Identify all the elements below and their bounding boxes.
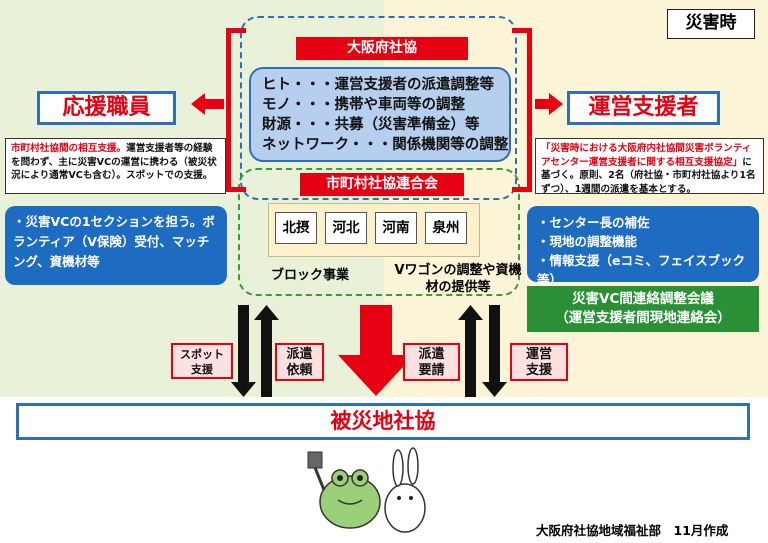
- dispatch-request-label: 派遣 依頼: [275, 343, 324, 381]
- main-red-down-arrow: [338, 305, 414, 396]
- frog-icon: [307, 451, 381, 529]
- dispatch-request-line2: 依頼: [286, 363, 313, 378]
- wagon-label: Vワゴンの調整や資機材の提供等: [394, 263, 522, 295]
- arrow-up-dispatch: [458, 305, 483, 397]
- role-funds: 財源・・・共募（災害準備金）等: [262, 117, 480, 133]
- osaka-dashed-frame: [240, 16, 517, 200]
- arrow-down-operation: [482, 305, 507, 397]
- support-staff-note-highlight: 市町村社協間の相互支援。: [11, 143, 127, 154]
- affected-area-council: 被災地社協: [16, 403, 750, 440]
- operation-supporter-note-body: に基づく。原則、2名（府社協・市町村社協より1名ずつ）、1週間の派遣を基本とする…: [541, 156, 756, 195]
- operation-supporter-note-highlight: 「災害時における大阪府内社協間災害ボランティアセンター運営支援者に関する相互支援…: [541, 143, 752, 168]
- operation-support-line2: 支援: [525, 363, 552, 378]
- support-staff-duties: ・災害VCの1セクションを担う。ボランティア（V保険）受付、マッチング、資機材等: [5, 206, 227, 285]
- dispatch-request-line1: 派遣: [286, 347, 313, 362]
- vc-liaison-meeting-box: 災害VC間連絡調整会議 （運営支援者間現地連絡会）: [527, 286, 759, 332]
- block-project-label: ブロック事業: [271, 268, 350, 283]
- spot-support-line2: 支援: [191, 363, 213, 376]
- dispatch-demand-line2: 要請: [418, 363, 445, 378]
- operation-support-line1: 運営: [525, 347, 552, 362]
- osaka-council-title: 大阪府社協: [296, 37, 468, 60]
- duty-item: ・現地の調整機能: [537, 234, 638, 249]
- block-kanan: 河南: [375, 212, 417, 244]
- left-red-arrow: [191, 93, 224, 115]
- spot-support-label: スポット 支援: [171, 343, 233, 379]
- shichoson-dashed-frame: [238, 168, 520, 296]
- rabbit-icon: [384, 447, 426, 533]
- duty-item: ・情報支援（eコミ、フェイスブック等）: [537, 253, 746, 287]
- liaison-meeting-title: 災害VC間連絡調整会議: [572, 291, 714, 307]
- role-goods: モノ・・・携帯や車両等の調整: [262, 97, 465, 113]
- dispatch-demand-line1: 派遣: [418, 347, 445, 362]
- operation-supporter-note: 「災害時における大阪府内社協間災害ボランティアセンター運営支援者に関する相互支援…: [535, 138, 764, 195]
- operation-supporter-title: 運営支援者: [567, 91, 720, 125]
- block-hokusetsu: 北摂: [275, 212, 317, 244]
- support-staff-note: 市町村社協間の相互支援。運営支援者等の経験を問わず、主に災害VCの運営に携わる（…: [5, 138, 226, 194]
- osaka-roles-box: ヒト・・・運営支援者の派遣調整等 モノ・・・携帯や車両等の調整 財源・・・共募（…: [249, 67, 511, 162]
- support-staff-note-body: 運営支援者等の経験を問わず、主に災害VCの運営に携わる（被災状況により通常VCも…: [11, 143, 217, 181]
- footer-credit: 大阪府社協地域福祉部 11月作成: [536, 523, 729, 538]
- arrow-up-request: [254, 305, 279, 397]
- disaster-tag: 災害時: [667, 9, 755, 39]
- liaison-meeting-subtitle: （運営支援者間現地連絡会）: [555, 310, 731, 326]
- shichoson-council-title: 市町村社協連合会: [300, 173, 464, 196]
- dispatch-demand-label: 派遣 要請: [403, 343, 460, 381]
- duty-item: ・センター長の補佐: [537, 215, 650, 230]
- spot-support-line1: スポット: [180, 348, 224, 361]
- frog-rabbit-illustration: [307, 447, 426, 533]
- support-staff-title: 応援職員: [37, 91, 176, 125]
- right-red-arrow: [535, 93, 563, 115]
- right-bracket: [512, 28, 532, 192]
- block-kahoku: 河北: [325, 212, 367, 244]
- role-network: ネットワーク・・・関係機関等の調整: [262, 137, 509, 153]
- arrow-down-spot: [231, 305, 256, 397]
- operation-support-label: 運営 支援: [510, 343, 568, 381]
- left-bracket: [226, 28, 246, 192]
- block-senshu: 泉州: [425, 212, 467, 244]
- role-people: ヒト・・・運営支援者の派遣調整等: [262, 77, 494, 93]
- operation-supporter-duties: ・センター長の補佐 ・現地の調整機能 ・情報支援（eコミ、フェイスブック等）: [527, 206, 759, 287]
